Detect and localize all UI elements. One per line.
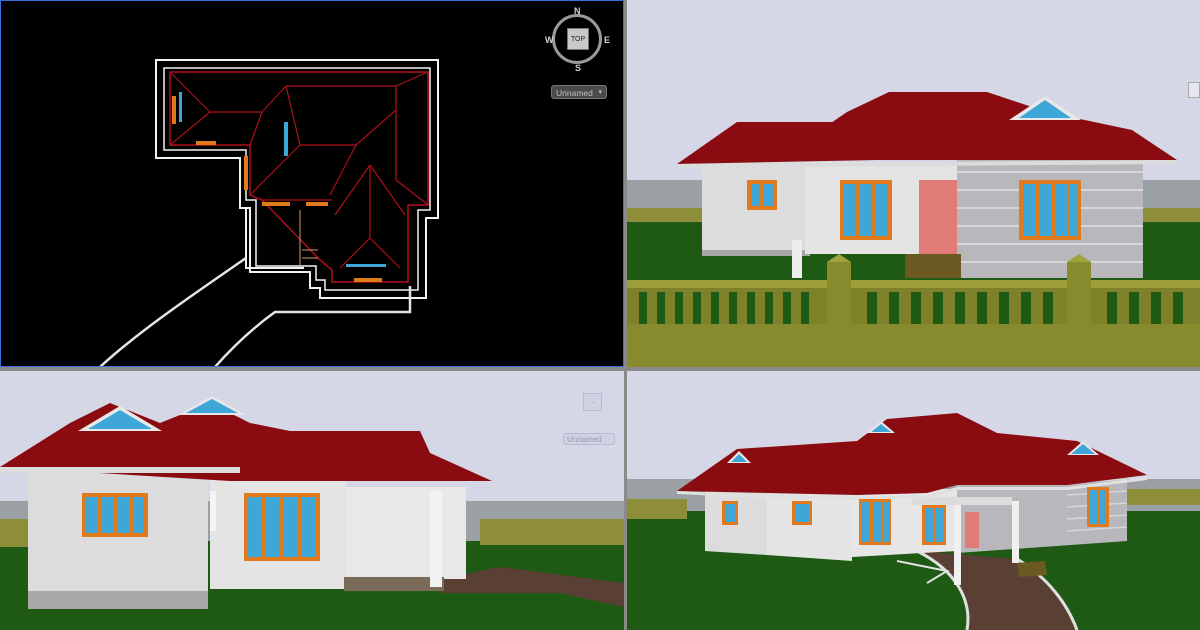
side-porch-wall xyxy=(346,487,466,579)
plan-windows xyxy=(172,92,386,282)
perspective-windows xyxy=(722,487,1109,545)
viewcube-compass-ring[interactable] xyxy=(552,14,602,64)
plan-driveway-right xyxy=(214,286,412,367)
plan-outer-wall xyxy=(155,59,439,299)
ucs-dropdown[interactable]: Unnamed ▾ xyxy=(551,85,607,99)
viewport-horizontal-splitter[interactable] xyxy=(0,367,1200,371)
ucs-dropdown-side[interactable]: Unnamed xyxy=(563,433,615,445)
ucs-dropdown-chevron-icon: ▾ xyxy=(598,89,602,96)
ucs-dropdown-side-label: Unnamed xyxy=(567,435,602,444)
front-windows xyxy=(747,180,1081,240)
perspective-right-wing xyxy=(957,471,1127,553)
front-door xyxy=(919,180,957,254)
side-path xyxy=(440,567,624,607)
viewcube-south[interactable]: S xyxy=(575,63,582,73)
side-windows xyxy=(82,491,320,561)
plan-driveway-left xyxy=(99,256,247,367)
plan-inner-wall xyxy=(163,67,431,291)
front-render xyxy=(627,0,1200,367)
viewcube-top-face[interactable]: TOP xyxy=(567,28,589,50)
viewcube-west[interactable]: W xyxy=(545,35,554,45)
perspective-roof xyxy=(677,413,1147,495)
viewport-front[interactable] xyxy=(627,0,1200,367)
viewport-edge-control[interactable] xyxy=(1188,82,1200,98)
viewport-side[interactable]: ... Unnamed xyxy=(0,371,624,630)
viewport-top[interactable]: TOP N S E W Unnamed ▾ xyxy=(0,0,624,367)
plan-drawing xyxy=(99,59,439,367)
viewport-vertical-splitter[interactable] xyxy=(624,0,627,630)
front-fence xyxy=(627,254,1200,367)
perspective-render xyxy=(627,371,1200,630)
plan-roof-outline xyxy=(169,71,429,283)
plan-porch xyxy=(245,208,304,269)
viewport-perspective[interactable] xyxy=(627,371,1200,630)
perspective-door xyxy=(965,512,979,548)
plan-roof-hips xyxy=(169,71,429,269)
ucs-dropdown-label: Unnamed xyxy=(556,88,593,98)
front-roof-main xyxy=(777,92,1177,160)
side-render xyxy=(0,371,624,630)
viewcube-north[interactable]: N xyxy=(574,6,581,16)
viewport-mini-button[interactable]: ... xyxy=(583,393,602,411)
viewcube-icon[interactable]: TOP N S E W xyxy=(545,6,611,74)
viewcube-east[interactable]: E xyxy=(604,35,611,45)
